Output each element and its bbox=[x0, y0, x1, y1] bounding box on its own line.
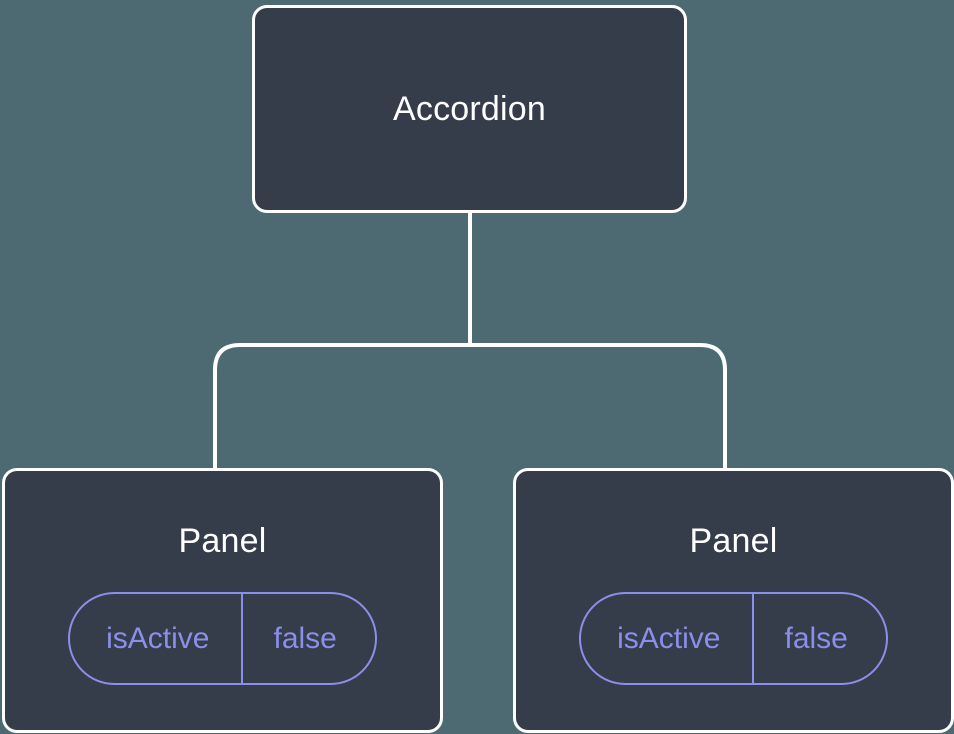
node-accordion-label: Accordion bbox=[393, 90, 546, 128]
node-panel-1-label: Panel bbox=[178, 522, 267, 560]
prop-value: false bbox=[273, 621, 337, 655]
edge-accordion-to-panel-2 bbox=[213, 343, 470, 472]
node-panel-2-label: Panel bbox=[689, 522, 778, 560]
node-panel-1[interactable]: Panel isActive false bbox=[2, 468, 443, 733]
node-accordion[interactable]: Accordion bbox=[252, 5, 687, 213]
prop-pill-panel-1-isactive[interactable]: isActive false bbox=[68, 592, 377, 685]
node-panel-2[interactable]: Panel isActive false bbox=[513, 468, 954, 733]
prop-pill-panel-2-isactive[interactable]: isActive false bbox=[579, 592, 888, 685]
prop-value: false bbox=[784, 621, 848, 655]
edge-accordion-to-panel-1 bbox=[470, 343, 727, 472]
prop-key: isActive bbox=[70, 594, 244, 683]
prop-key: isActive bbox=[581, 594, 755, 683]
